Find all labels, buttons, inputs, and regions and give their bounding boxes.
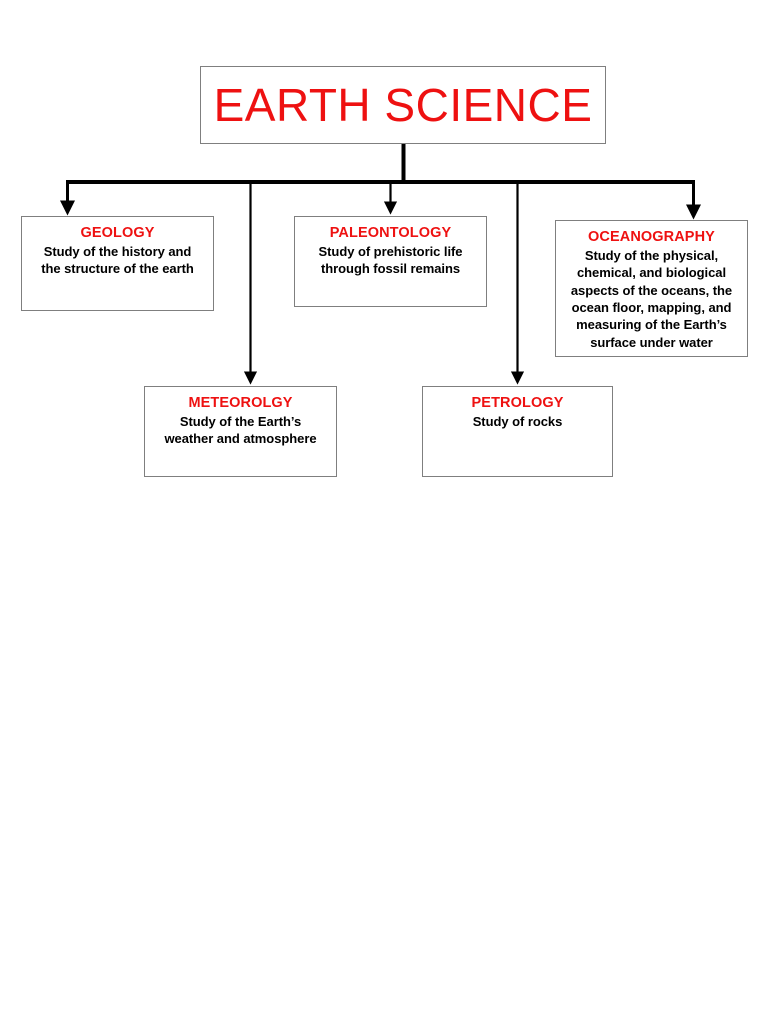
description-line: Study of rocks	[472, 414, 563, 430]
description-line: weather and atmosphere	[164, 431, 317, 447]
node-geology-description: Study of the history and the structure o…	[22, 243, 213, 278]
description-line: through fossil remains	[320, 261, 461, 277]
node-paleontology-title: PALEONTOLOGY	[329, 225, 452, 241]
node-geology[interactable]: GEOLOGY Study of the history and the str…	[21, 216, 214, 311]
node-oceanography[interactable]: OCEANOGRAPHY Study of the physical, chem…	[555, 220, 748, 357]
description-line: ocean floor, mapping, and	[571, 299, 732, 315]
description-line: the structure of the earth	[41, 261, 194, 277]
node-paleontology[interactable]: PALEONTOLOGY Study of prehistoric life t…	[294, 216, 487, 307]
root-title: EARTH SCIENCE	[213, 79, 593, 131]
description-line: Study of the physical,	[584, 248, 719, 264]
node-earth-science[interactable]: EARTH SCIENCE	[200, 66, 606, 144]
description-line: Study of the history and	[43, 244, 192, 260]
description-line: surface under water	[590, 334, 713, 350]
node-petrology-title: PETROLOGY	[471, 395, 564, 411]
description-line: chemical, and biological	[576, 265, 727, 281]
node-paleontology-description: Study of prehistoric life through fossil…	[295, 243, 486, 278]
node-oceanography-description: Study of the physical, chemical, and bio…	[556, 247, 747, 351]
node-meteorolgy-description: Study of the Earth’s weather and atmosph…	[145, 413, 336, 448]
node-geology-title: GEOLOGY	[80, 225, 155, 241]
description-line: Study of the Earth’s	[179, 414, 302, 430]
node-petrology[interactable]: PETROLOGY Study of rocks	[422, 386, 613, 477]
description-line: Study of prehistoric life	[318, 244, 463, 260]
node-meteorolgy-title: METEOROLGY	[188, 395, 293, 411]
node-meteorolgy[interactable]: METEOROLGY Study of the Earth’s weather …	[144, 386, 337, 477]
description-line: aspects of the oceans, the	[570, 282, 733, 298]
node-oceanography-title: OCEANOGRAPHY	[588, 229, 715, 245]
node-petrology-description: Study of rocks	[423, 413, 612, 430]
description-line: measuring of the Earth’s	[576, 317, 727, 333]
